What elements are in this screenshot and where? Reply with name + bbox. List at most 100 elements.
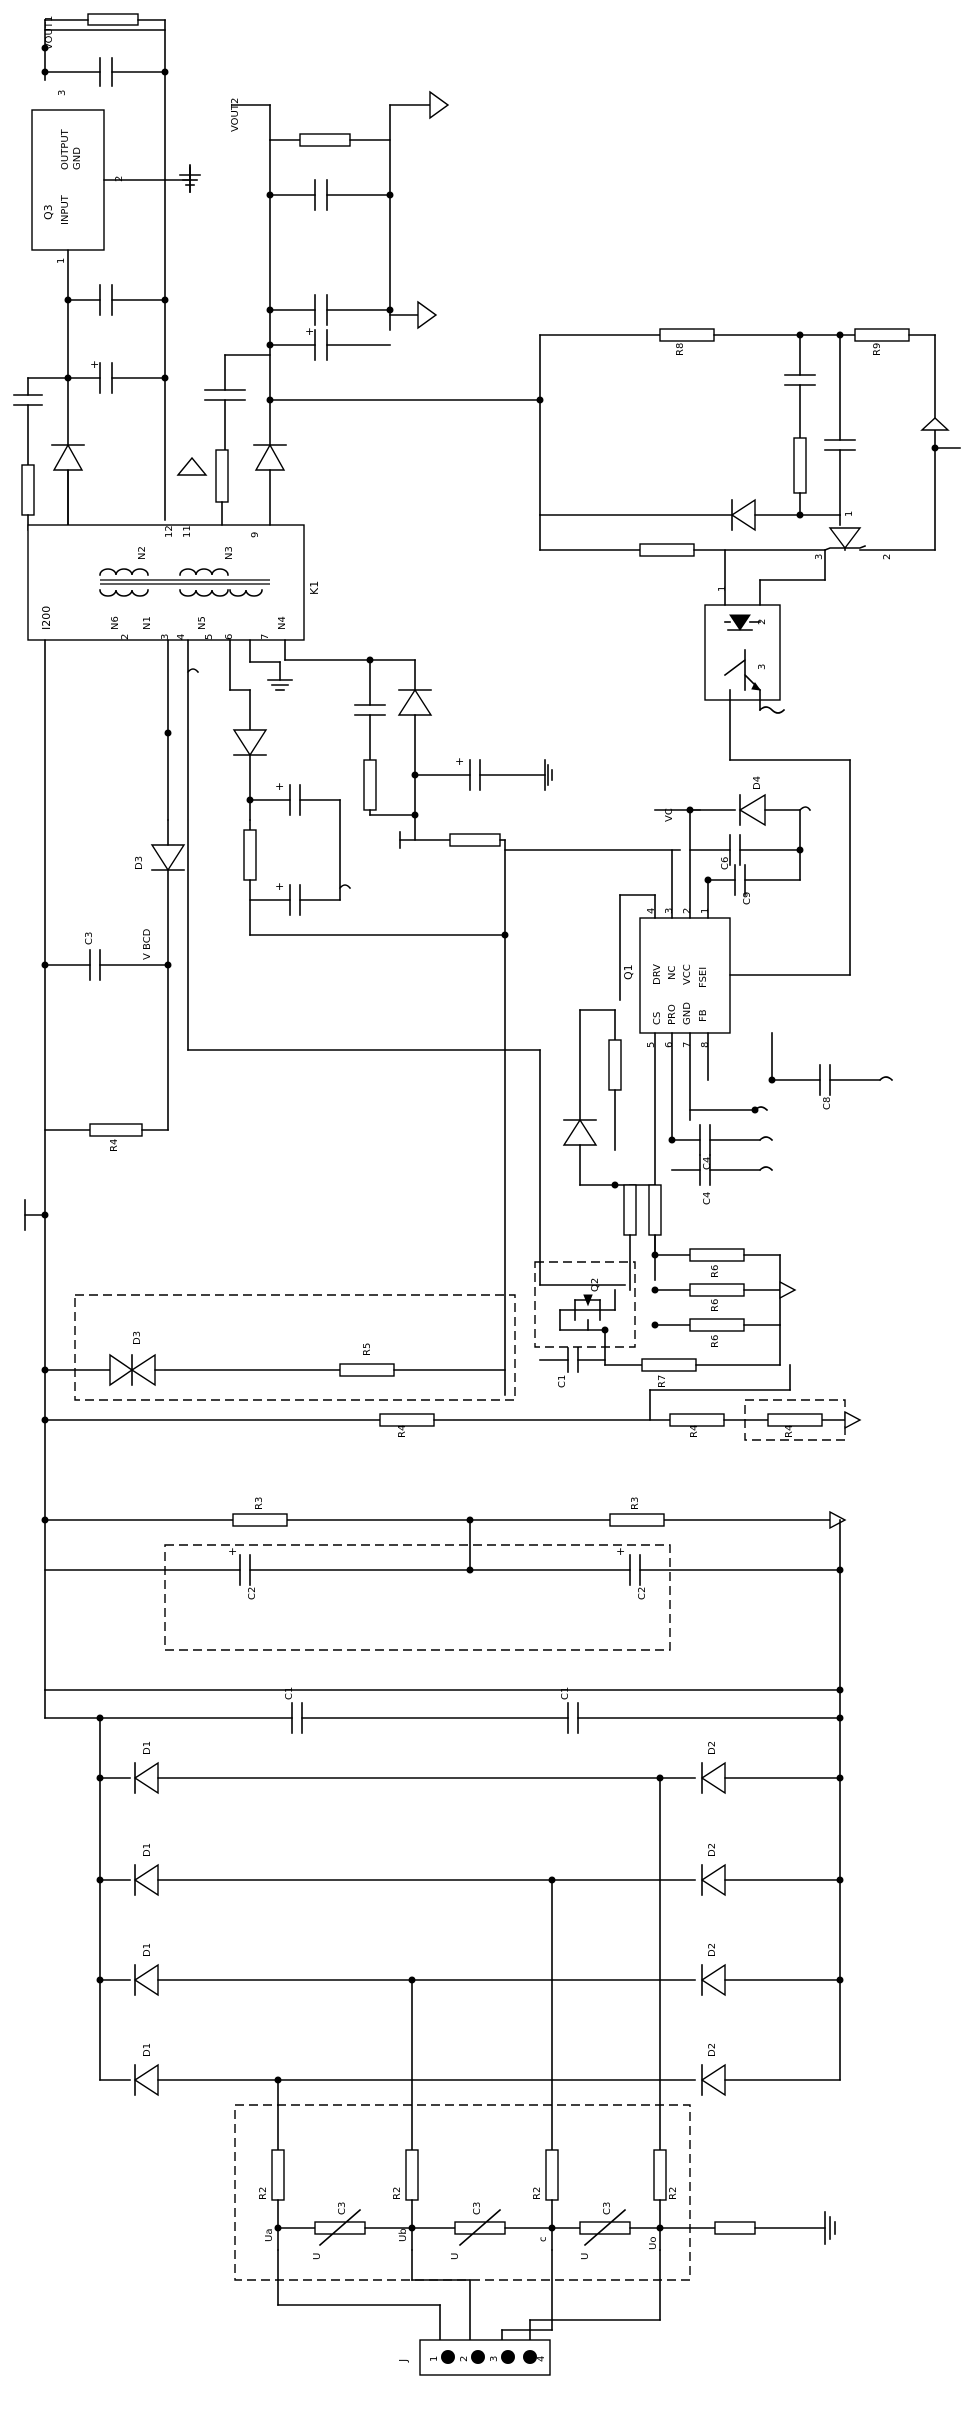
q3-input-label: INPUT <box>60 194 71 225</box>
r5-label: R5 <box>362 1343 373 1356</box>
q1-pro-label: PRO <box>667 1004 678 1025</box>
diode-icon-n5 <box>232 729 268 757</box>
aux-supply-section: D3 V BCD C3 R4 <box>24 639 626 1691</box>
opto-pin-2: 2 <box>757 619 768 625</box>
ground-triangle-icon <box>176 456 208 476</box>
reg-pin-2: 2 <box>882 554 893 560</box>
c4-label-b: C4 <box>702 1192 713 1205</box>
winding-n3: N3 <box>224 546 235 560</box>
q1-nc-label: NC <box>667 966 678 980</box>
snubber-box <box>74 1294 516 1401</box>
ground-icon-2 <box>267 679 293 691</box>
diode-icon-row1-left <box>133 1761 159 1795</box>
opto-pin-3: 3 <box>757 664 768 670</box>
transformer-k1: I200 K1 N2 N3 N6 N1 N5 N4 2 3 4 5 6 7 9 … <box>27 524 321 641</box>
tvs-diode-icon <box>109 1353 156 1387</box>
pin-12: 12 <box>164 525 175 538</box>
ground-icon-3 <box>544 759 553 791</box>
reg-pin-3: 3 <box>814 554 825 560</box>
pin-5: 5 <box>204 634 215 640</box>
q1-fsei-label: FSEI <box>698 967 709 988</box>
q3-pin1: 1 <box>56 258 67 264</box>
svg-text:+: + <box>275 880 284 893</box>
c-phase-label: c <box>538 2237 549 2243</box>
q1-ref-label: Q1 <box>622 964 635 980</box>
connector-pin-3-label: 3 <box>489 2356 500 2362</box>
d2-label-1: D2 <box>707 1741 718 1755</box>
transformer-part-label: I200 <box>40 606 53 630</box>
opto-pin-1: 1 <box>717 586 728 592</box>
diode-icon <box>51 443 85 471</box>
q3-pin3: 3 <box>57 90 68 96</box>
ground-triangle-icon-2 <box>920 417 950 431</box>
u-label-1: U <box>312 2253 323 2260</box>
c3-label: C3 <box>84 932 95 945</box>
diode-icon-q1 <box>562 1118 598 1146</box>
r4-label-b: R4 <box>397 1425 408 1438</box>
d2-label-3: D2 <box>707 1943 718 1957</box>
svg-text:+: + <box>275 780 284 793</box>
r4-label-d: R4 <box>784 1425 795 1438</box>
connector-j[interactable]: J 1 2 3 4 <box>397 2339 551 2376</box>
c2-label-b: C2 <box>637 1587 648 1600</box>
q1-controller-section: Q1 DRV NC VCC FSEI CS PRO GND FB 4 3 2 1… <box>534 776 894 1388</box>
ub-label: Ub <box>398 2228 409 2242</box>
d2-label-2: D2 <box>707 1843 718 1857</box>
connector-j-label: J <box>397 2359 410 2363</box>
output-arrow-icon-2 <box>417 300 438 330</box>
d3-label: D3 <box>134 856 145 870</box>
zener-icon <box>823 527 867 552</box>
pin-4: 4 <box>176 634 187 640</box>
connector-pin-3-icon <box>501 2350 515 2364</box>
diode-icon-d3 <box>150 844 186 872</box>
diode-icon-row4-right <box>700 2063 726 2097</box>
svg-text:+: + <box>616 1545 625 1558</box>
connector-pin-4-icon <box>523 2350 537 2364</box>
reg-pin-1: 1 <box>844 511 855 517</box>
q1-pin-7: 7 <box>682 1042 693 1048</box>
diode-icon-row2-left <box>133 1863 159 1897</box>
diode-icon-vout2 <box>253 443 287 471</box>
d2-label-4: D2 <box>707 2043 718 2057</box>
q3-regulator-section: VOUT1 3 Q3 INPUT OUTPUT GND 2 1 + <box>13 13 201 531</box>
c-varistor-label-2: C3 <box>472 2202 483 2215</box>
r7-label: R7 <box>657 1375 668 1388</box>
pin-2: 2 <box>120 634 131 640</box>
q1-pin-3: 3 <box>664 908 675 914</box>
svg-text:+: + <box>228 1545 237 1558</box>
input-protection-box <box>234 2104 691 2281</box>
r2-label-2: R2 <box>392 2187 403 2200</box>
c9-label: C9 <box>742 892 753 905</box>
r4-label-c: R4 <box>689 1425 700 1438</box>
q3-gnd-label: GND <box>72 147 83 170</box>
r9-label: R9 <box>872 343 883 356</box>
transformer-ref-label: K1 <box>308 581 321 595</box>
c-varistor-label-3: C3 <box>602 2202 613 2215</box>
q1-fb-label: FB <box>698 1009 709 1022</box>
q3-ref-label: Q3 <box>42 204 55 220</box>
vout2-section: VOUT2 + <box>176 90 541 526</box>
c8-label: C8 <box>822 1097 833 1110</box>
q1-cs-label: CS <box>652 1012 663 1025</box>
input-protection: R2 R2 R2 R2 C3 C3 C3 U U U Ua Ub c Uo <box>234 2104 836 2341</box>
q1-pin-2: 2 <box>682 908 693 914</box>
q1-pin-8: 8 <box>700 1042 711 1048</box>
d1-label-4: D1 <box>142 2043 153 2057</box>
r3-label-b: R3 <box>630 1497 641 1510</box>
d3-tvs-label: D3 <box>132 1331 143 1345</box>
q1-pin-1: 1 <box>700 908 711 914</box>
c-varistor-label-1: C3 <box>337 2202 348 2215</box>
c4-label-a: C4 <box>702 1157 713 1170</box>
r6-label-c: R6 <box>710 1335 721 1348</box>
c1-label-a: C1 <box>284 1687 295 1700</box>
r-top-resistor <box>87 13 139 26</box>
output-arrow-icon-5 <box>829 1510 847 1530</box>
q1-drv-label: DRV <box>652 964 663 985</box>
d1-label-1: D1 <box>142 1741 153 1755</box>
u-label-3: U <box>580 2253 591 2260</box>
r3-label-a: R3 <box>254 1497 265 1510</box>
c6-label: C6 <box>720 857 731 870</box>
n5-n4-section: + + <box>229 639 681 1396</box>
pin-6: 6 <box>224 634 235 640</box>
